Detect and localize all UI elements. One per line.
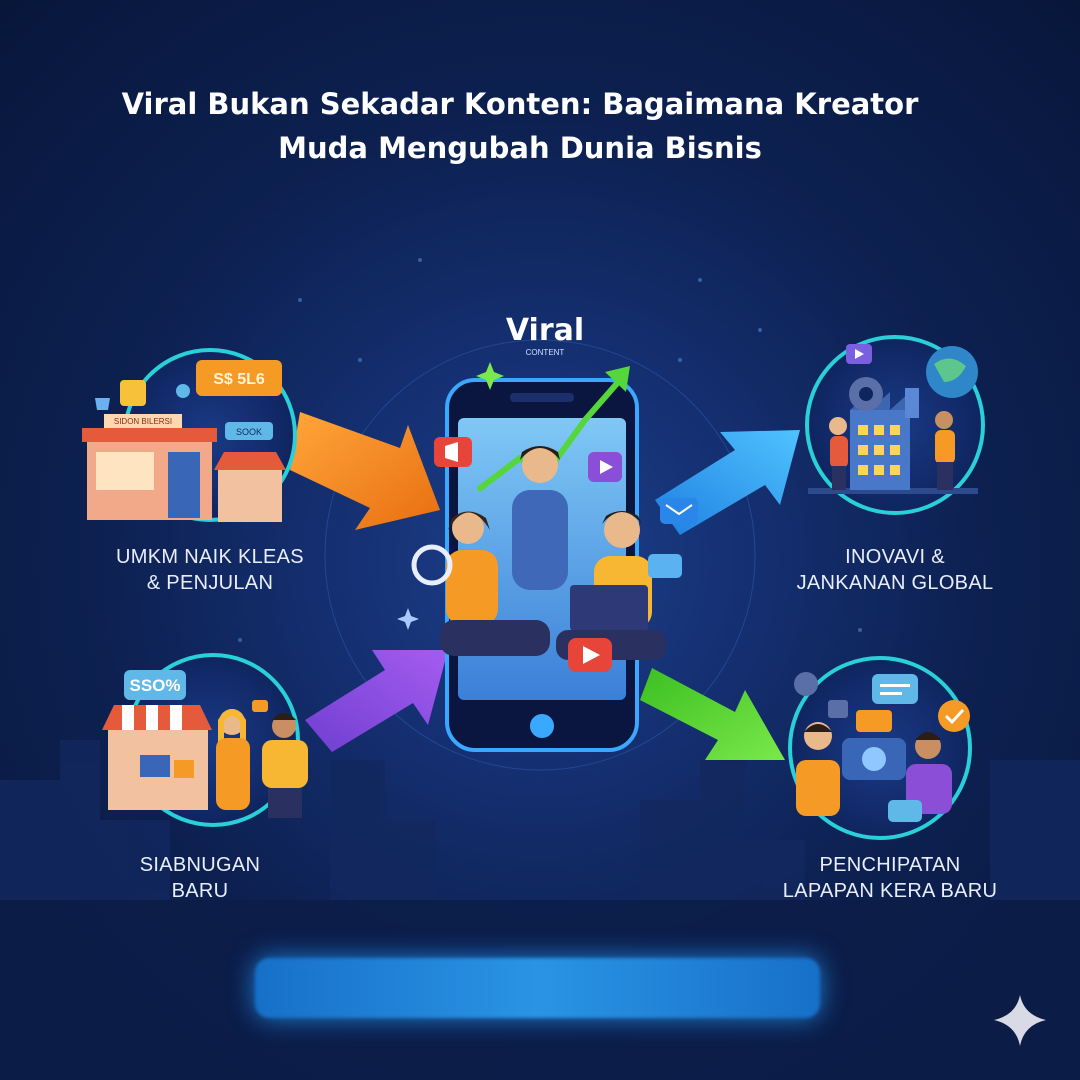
arrow-green — [640, 668, 785, 760]
gear-icon — [794, 672, 818, 696]
svg-text:S$ 5L6: S$ 5L6 — [213, 371, 265, 388]
coin-icon — [176, 384, 190, 398]
network-dots — [238, 258, 862, 642]
svg-text:SOOK: SOOK — [236, 427, 262, 437]
caption-umkm: UMKM NAIK KLEAS & PENJULAN — [116, 546, 304, 594]
phone-logo-sub: CONTENT — [526, 348, 565, 357]
social-icons — [397, 362, 698, 672]
mail-icon — [660, 498, 698, 524]
phone-logo: Viral — [506, 313, 584, 348]
ring-light-icon — [411, 544, 453, 586]
panel-lapangan-kerja — [788, 656, 972, 840]
cart-icon — [95, 398, 110, 410]
sparkle-icon — [476, 362, 504, 390]
caption-inovasi: INOVAVI & JANKANAN GLOBAL — [796, 546, 994, 594]
shopping-bag-icon — [120, 380, 146, 406]
glow-ring — [324, 339, 756, 771]
check-icon — [938, 700, 970, 732]
creator-people — [440, 446, 666, 660]
chat-icon — [252, 700, 268, 712]
arrow-purple — [305, 650, 448, 752]
svg-text:SIDON BILERSI: SIDON BILERSI — [114, 417, 172, 426]
sparkle-icon — [397, 608, 419, 630]
page-title: Viral Bukan Sekadar Konten: Bagaimana Kr… — [90, 82, 950, 170]
panel-umkm: S$ 5L6 SOOK SIDON BILERSI — [82, 348, 297, 522]
share-icon — [828, 700, 848, 718]
title-line-1: Viral Bukan Sekadar Konten: Bagaimana Kr… — [121, 87, 919, 121]
phone — [440, 366, 666, 752]
title-line-2: Muda Mengubah Dunia Bisnis — [278, 131, 762, 165]
panel-inovasi — [805, 335, 985, 515]
panel-sinergi: SSO% — [102, 653, 308, 827]
city-skyline — [0, 740, 1080, 1080]
arrow-orange — [290, 412, 440, 530]
chat-icon — [872, 674, 918, 704]
caption-lapangan-kerja: PENCHIPATAN LAPAPAN KERA BARU — [782, 854, 998, 902]
chat-icon — [648, 554, 682, 578]
svg-text:SSO%: SSO% — [129, 676, 180, 695]
bottom-banner-bar — [255, 958, 820, 1018]
sparkle-icon — [994, 995, 1046, 1046]
caption-sinergi: SIABNUGAN BARU — [139, 854, 261, 902]
